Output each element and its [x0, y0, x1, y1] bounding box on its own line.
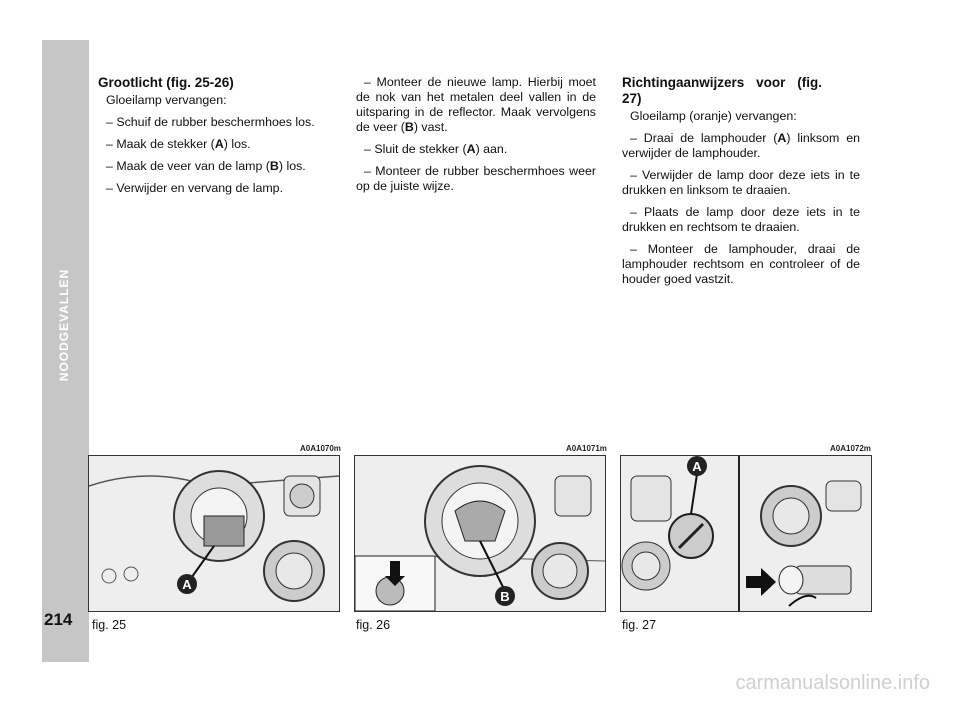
- figure-26-illustration: B: [354, 455, 606, 612]
- figure-caption: fig. 25: [92, 618, 127, 632]
- callout-b: B: [500, 589, 509, 604]
- text: – Monteer de nieuwe lamp. Hierbij moet d…: [356, 75, 596, 134]
- figure-code: A0A1070m: [300, 444, 341, 453]
- text: – Draai de lamphouder (: [630, 131, 778, 145]
- heading-high-beam: Grootlicht (fig. 25-26): [98, 75, 234, 90]
- figure-25-illustration: A: [88, 455, 340, 612]
- sidebar-band: [42, 40, 89, 662]
- text: – Maak de veer van de lamp (: [106, 159, 270, 173]
- figure-27-illustration: A: [620, 455, 872, 612]
- paragraph: – Monteer de nieuwe lamp. Hierbij moet d…: [356, 75, 596, 135]
- ref-b: B: [404, 120, 414, 134]
- headlamp-bulb-illustration: B: [355, 456, 605, 611]
- ref-a: A: [214, 137, 224, 151]
- paragraph: – Draai de lamphouder (A) linksom en ver…: [622, 131, 860, 161]
- text: ) linksom en verwijder de lamphouder.: [622, 131, 860, 160]
- ref-a: A: [777, 131, 787, 145]
- text: – Maak de stekker (: [106, 137, 215, 151]
- paragraph: – Schuif de rubber beschermhoes los.: [106, 115, 315, 129]
- paragraph: – Maak de stekker (A) los.: [98, 137, 330, 152]
- figure-caption: fig. 26: [356, 618, 391, 632]
- text: ) los.: [278, 159, 306, 173]
- text: ) aan.: [475, 142, 508, 156]
- paragraph: – Plaats de lamp door deze iets in te dr…: [622, 205, 860, 234]
- paragraph: – Sluit de stekker (A) aan.: [356, 142, 596, 157]
- turn-signal-illustration: A: [621, 456, 871, 611]
- text: ) vast.: [413, 120, 448, 134]
- paragraph: – Verwijder de lamp door deze iets in te…: [622, 168, 860, 197]
- paragraph: – Monteer de lamphouder, draai de lampho…: [622, 242, 860, 286]
- callout-a: A: [692, 459, 702, 474]
- text: – Sluit de stekker (: [364, 142, 467, 156]
- figure-caption: fig. 27: [622, 618, 657, 632]
- figure-code: A0A1072m: [830, 444, 871, 453]
- paragraph: Gloeilamp vervangen:: [106, 93, 227, 107]
- column-3: Richtingaanwijzers voor (fig. 27) Gloeil…: [622, 75, 860, 294]
- heading-turn-signals: Richtingaanwijzers voor (fig. 27): [622, 75, 822, 106]
- column-2: – Monteer de nieuwe lamp. Hierbij moet d…: [356, 75, 596, 201]
- paragraph: – Maak de veer van de lamp (B) los.: [98, 159, 330, 174]
- page-number: 214: [44, 610, 73, 629]
- paragraph: – Monteer de rubber beschermhoes weer op…: [356, 164, 596, 193]
- ref-b: B: [269, 159, 279, 173]
- text: ) los.: [223, 137, 251, 151]
- watermark-footer: carmanualsonline.info: [735, 672, 930, 694]
- callout-a: A: [182, 577, 192, 592]
- headlamp-illustration: A: [89, 456, 339, 611]
- section-label: NOODGEVALLEN: [54, 230, 74, 420]
- paragraph: – Verwijder en vervang de lamp.: [106, 181, 284, 195]
- paragraph: Gloeilamp (oranje) vervangen:: [630, 109, 797, 123]
- section-label-text: NOODGEVALLEN: [57, 268, 71, 382]
- column-1: Grootlicht (fig. 25-26) Gloeilamp vervan…: [98, 75, 330, 203]
- figure-code: A0A1071m: [566, 444, 607, 453]
- ref-a: A: [466, 142, 476, 156]
